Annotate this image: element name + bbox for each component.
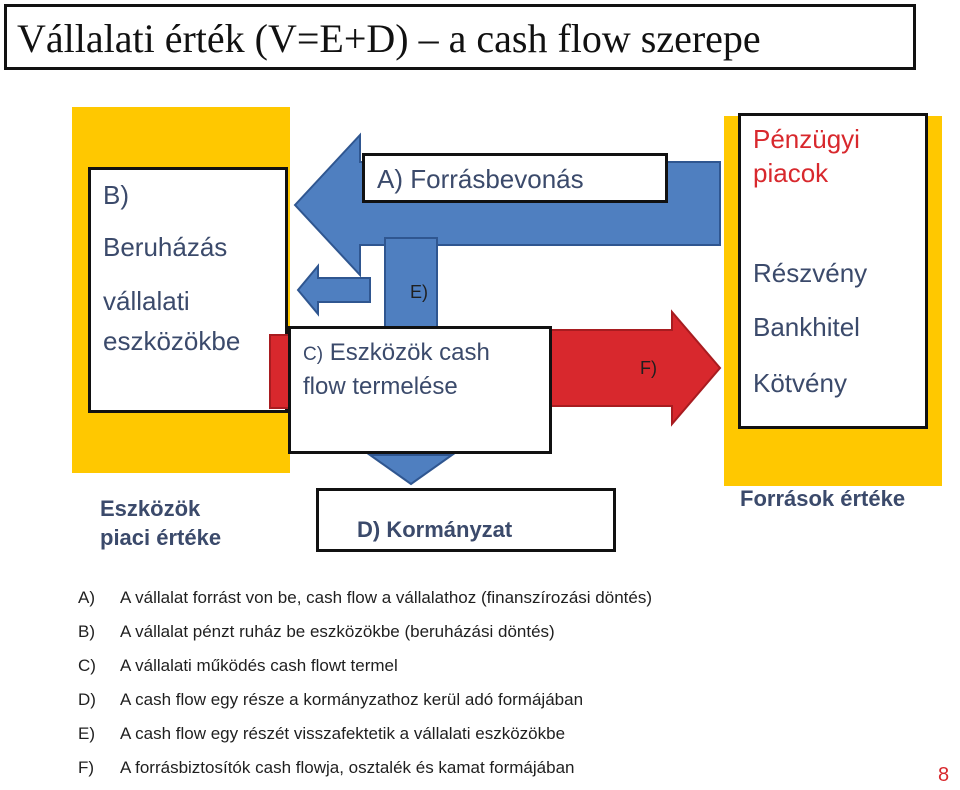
cashflow-line1: C) Eszközök cash [303, 339, 490, 367]
markets-item-bond: Kötvény [753, 368, 847, 398]
government-box: D) Kormányzat [316, 488, 616, 552]
legend-text: A vállalati működés cash flowt termel [120, 656, 398, 675]
legend-text: A cash flow egy része a kormányzathoz ke… [120, 690, 584, 709]
legend-text: A vállalat forrást von be, cash flow a v… [120, 588, 652, 607]
markets-item-stock: Részvény [753, 258, 868, 288]
financing-label: A) Forrásbevonás [377, 164, 584, 194]
cashflow-text1: Eszközök cash [329, 339, 490, 366]
page-number: 8 [938, 764, 950, 786]
investment-line1: Beruházás [103, 232, 228, 262]
markets-item-bank-loan: Bankhitel [753, 312, 860, 342]
cashflow-line2: flow termelése [303, 373, 458, 400]
arrow-d-tax [366, 454, 456, 486]
legend-text: A forrásbiztosítók cash flowja, osztalék… [120, 758, 575, 777]
government-label: D) Kormányzat [357, 517, 513, 542]
legend-list: A) A vállalat forrást von be, cash flow … [78, 588, 698, 788]
legend-key: B) [78, 622, 95, 641]
financial-markets-box: Pénzügyi piacok Részvény Bankhitel Kötvé… [738, 113, 928, 429]
legend-key: E) [78, 724, 95, 743]
asset-value-line1: Eszközök [100, 496, 201, 521]
investment-box: B) Beruházás vállalati eszközökbe [88, 167, 288, 413]
arrow-f-investor-cashflow [547, 309, 722, 427]
arrow-e-reinvestment [296, 263, 371, 317]
investment-letter: B) [103, 180, 129, 210]
investment-line3: eszközökbe [103, 326, 241, 356]
liabilities-value-caption: Források értéke [740, 486, 906, 511]
arrow-red-left [269, 334, 291, 409]
legend-key: D) [78, 690, 96, 709]
legend-key: F) [78, 758, 95, 777]
investment-line2: vállalati [103, 286, 190, 316]
markets-title-line2: piacok [753, 158, 829, 188]
title-box: Vállalati érték (V=E+D) – a cash flow sz… [4, 4, 916, 70]
cashflow-generation-box: C) Eszközök cash flow termelése [288, 326, 552, 454]
asset-value-line2: piaci értéke [100, 525, 222, 550]
legend-text: A vállalat pénzt ruház be eszközökbe (be… [120, 622, 555, 641]
page-title: Vállalati érték (V=E+D) – a cash flow sz… [17, 16, 761, 61]
legend-key: C) [78, 656, 96, 675]
financing-box: A) Forrásbevonás [362, 153, 668, 203]
cashflow-prefix: C) [303, 344, 324, 365]
markets-title-line1: Pénzügyi [753, 124, 860, 154]
arrow-e-label: E) [410, 282, 428, 302]
arrow-f-label: F) [640, 358, 657, 378]
asset-value-caption: Eszközök piaci értéke [100, 494, 221, 552]
legend-key: A) [78, 588, 95, 607]
legend-text: A cash flow egy részét visszafektetik a … [120, 724, 566, 743]
